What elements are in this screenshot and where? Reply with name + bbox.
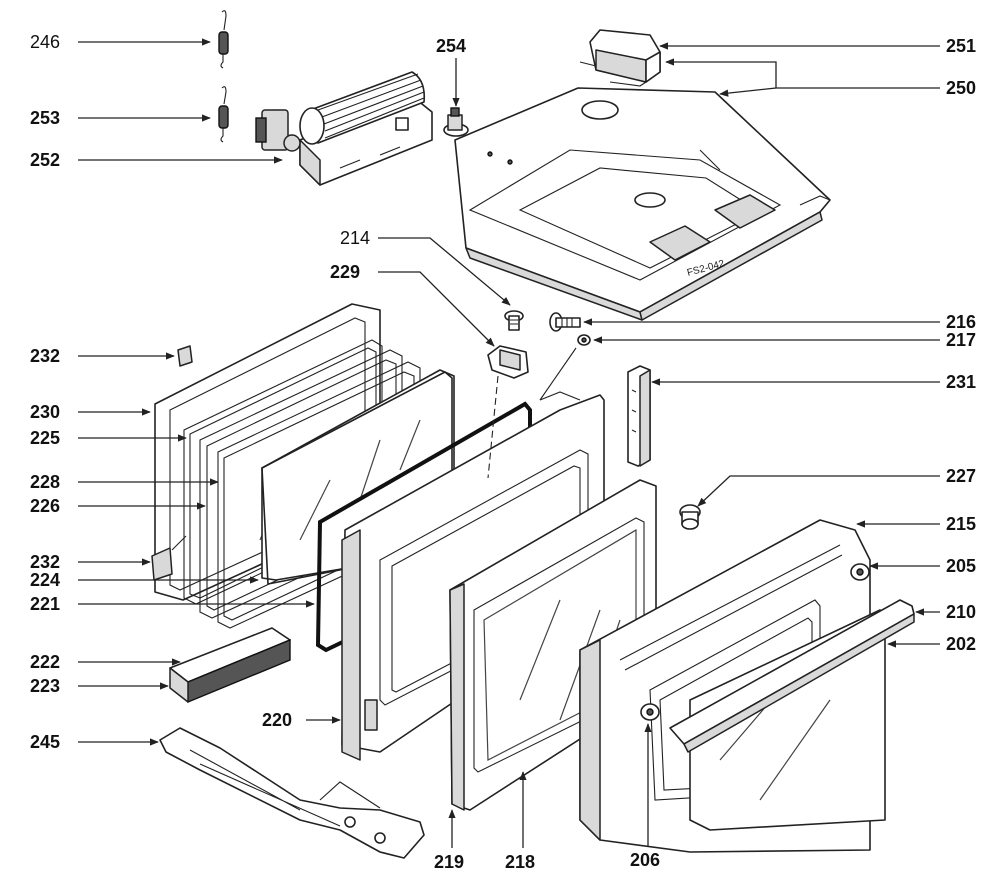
label-232-top: 232 <box>30 346 60 366</box>
plug-254 <box>443 107 469 137</box>
fan-motor-252 <box>255 71 433 186</box>
label-220: 220 <box>262 710 292 730</box>
screw-214 <box>504 310 524 331</box>
label-221: 221 <box>30 594 60 614</box>
label-252: 252 <box>30 150 60 170</box>
label-226: 226 <box>30 496 60 516</box>
label-231: 231 <box>946 372 976 392</box>
label-253: 253 <box>30 108 60 128</box>
part-labels: 246 253 252 254 251 250 214 229 216 217 … <box>30 32 976 872</box>
end-cap-205 <box>850 563 870 581</box>
label-216: 216 <box>946 312 976 332</box>
nut-217 <box>577 334 591 346</box>
spring-253 <box>218 86 229 143</box>
bar-231 <box>627 365 651 467</box>
label-251: 251 <box>946 36 976 56</box>
label-210: 210 <box>946 602 976 622</box>
catch-229 <box>487 345 529 379</box>
label-217: 217 <box>946 330 976 350</box>
label-232-bottom: 232 <box>30 552 60 572</box>
label-205: 205 <box>946 556 976 576</box>
spring-246 <box>218 10 229 69</box>
assembly-line-217 <box>539 347 577 401</box>
label-223: 223 <box>30 676 60 696</box>
inner-door-220 <box>341 391 605 761</box>
label-227: 227 <box>946 466 976 486</box>
bar-222 <box>169 627 291 704</box>
clip-232-bottom <box>151 535 187 581</box>
top-panel-250: FS2-042 <box>454 87 831 321</box>
label-202: 202 <box>946 634 976 654</box>
label-222: 222 <box>30 652 60 672</box>
door-handle-210 <box>669 599 915 753</box>
assembly-line <box>487 375 499 479</box>
label-215: 215 <box>946 514 976 534</box>
label-250: 250 <box>946 78 976 98</box>
label-254: 254 <box>436 36 466 56</box>
knob-227 <box>679 504 701 530</box>
label-229: 229 <box>330 262 360 282</box>
bolt-216 <box>549 312 581 332</box>
label-206: 206 <box>630 850 660 870</box>
clip-232-top <box>177 345 193 367</box>
label-218: 218 <box>505 852 535 872</box>
label-224: 224 <box>30 570 60 590</box>
label-214: 214 <box>340 228 370 248</box>
label-225: 225 <box>30 428 60 448</box>
label-245: 245 <box>30 732 60 752</box>
leader-lines <box>78 38 940 848</box>
label-246: 246 <box>30 32 60 52</box>
end-cap-206 <box>640 703 660 721</box>
label-230: 230 <box>30 402 60 422</box>
cover-box-251 <box>579 29 661 87</box>
label-228: 228 <box>30 472 60 492</box>
label-219: 219 <box>434 852 464 872</box>
hinge-245 <box>159 727 425 859</box>
glass-frame-219 <box>449 479 657 811</box>
